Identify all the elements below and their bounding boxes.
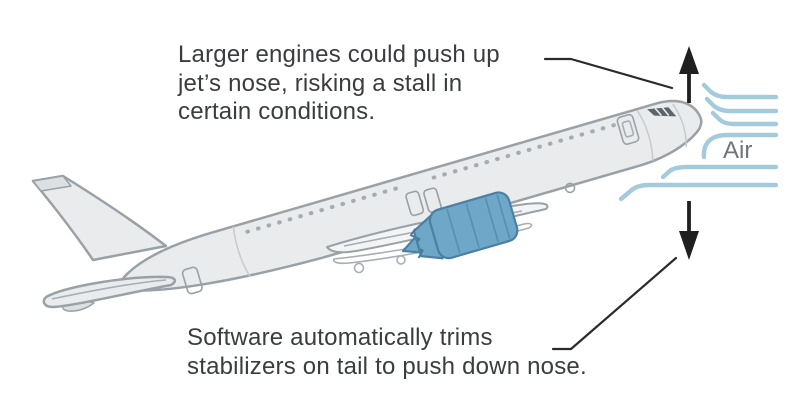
- nose-seam-rear: [672, 103, 687, 147]
- fuselage-group: [120, 99, 703, 295]
- up-arrow-icon: [679, 46, 699, 103]
- airflow-line-4: [701, 132, 779, 160]
- airflow-line-2: [704, 96, 779, 114]
- airflow-line-3: [710, 110, 779, 127]
- leader-line-bottom: [551, 256, 678, 351]
- flap-fairing-2: [396, 255, 406, 265]
- horizontal-stabilizer: [42, 275, 177, 309]
- engine-inlet-rim: [496, 194, 511, 239]
- nose-seam-front: [636, 109, 654, 161]
- engine-seam-1: [446, 208, 461, 254]
- annotation-top-line-3: certain conditions.: [178, 98, 376, 125]
- airflow-line-5: [660, 164, 779, 180]
- vertical-stabilizer-cap: [32, 175, 72, 192]
- annotation-top-line-2: jet’s nose, risking a stall in: [178, 69, 463, 97]
- tail-seam: [232, 226, 251, 278]
- engine-seam-2: [465, 203, 480, 248]
- annotation-bottom-line-2: stabilizers on tail to push down nose.: [187, 352, 587, 380]
- leader-line-top: [543, 57, 674, 90]
- belly-antenna-loop: [564, 182, 576, 194]
- down-arrow-icon: [679, 201, 699, 260]
- front-door: [616, 113, 640, 145]
- annotation-bottom-line-1: Software automatically trims: [187, 324, 493, 351]
- airflow-line-1: [701, 82, 779, 100]
- up-arrow-head: [679, 46, 699, 74]
- passenger-windows-front: [431, 123, 617, 180]
- cockpit-window-pane-1: [654, 107, 663, 117]
- engine-group: [401, 191, 519, 260]
- annotation-bottom: Software automatically trims stabilizers…: [187, 324, 587, 381]
- rear-door: [181, 266, 203, 295]
- airflow-line-6: [618, 182, 779, 202]
- front-door-inner: [621, 120, 635, 138]
- flap-fairing-1: [353, 262, 365, 274]
- air-label: Air: [723, 137, 753, 164]
- engine-nacelle: [428, 191, 519, 260]
- cockpit-window-pane-2: [661, 106, 670, 117]
- annotation-top: Larger engines could push up jet’s nose,…: [178, 41, 500, 127]
- engine-exhaust-spike: [401, 235, 422, 254]
- cockpit-windows: [647, 107, 677, 117]
- engine-seam-3: [484, 197, 500, 243]
- airplane-illustration: [31, 99, 703, 312]
- passenger-windows-rear: [245, 185, 404, 234]
- horizontal-stabilizer-edge: [51, 279, 167, 300]
- down-arrow-head: [679, 231, 699, 260]
- annotation-top-line-1: Larger engines could push up: [178, 41, 500, 68]
- overwing-exit-1: [405, 190, 425, 217]
- airflow-streamlines: [618, 82, 779, 202]
